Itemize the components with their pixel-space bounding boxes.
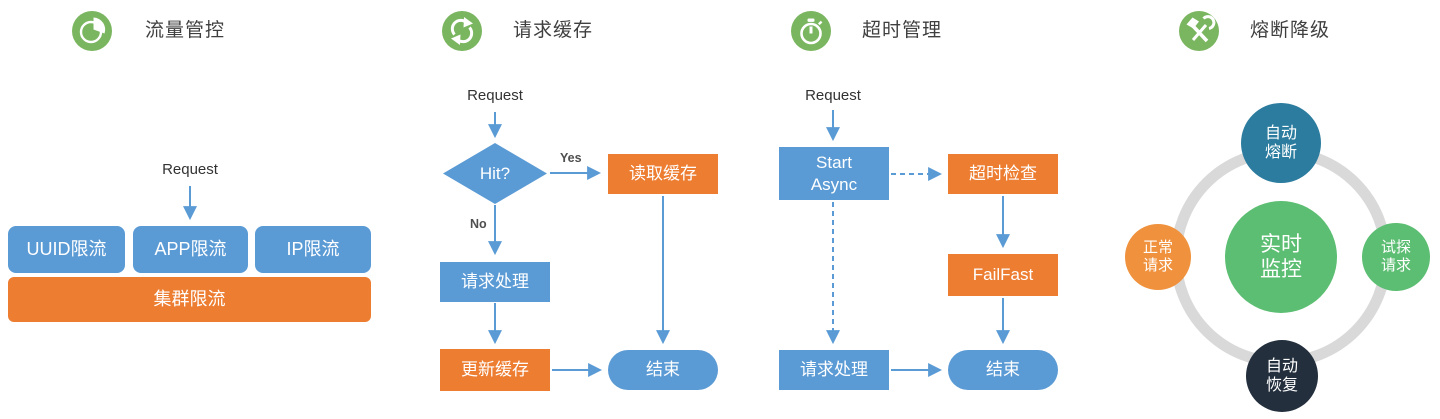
timeout-check-box: 超时检查 [948,154,1058,194]
probe-request-line1: 试探 [1380,239,1411,256]
normal-request-line1: 正常 [1142,239,1173,256]
auto-recover-line2: 恢复 [1265,377,1298,394]
app-limit-box: APP限流 [133,226,248,273]
auto-recover-line1: 自动 [1265,357,1298,375]
hit-decision-diamond: Hit? [443,143,547,204]
realtime-monitor-line2: 监控 [1260,258,1302,281]
normal-request-line2: 请求 [1142,257,1173,274]
uuid-limit-box: UUID限流 [8,226,125,273]
realtime-monitor-circle: 实时 监控 [1225,201,1337,313]
pie-chart-icon [72,11,112,51]
start-async-box: Start Async [779,147,889,200]
yes-branch-label: Yes [560,151,582,165]
section-title-request-cache: 请求缓存 [513,20,594,41]
auto-break-circle: 自动 熔断 [1241,103,1321,183]
no-branch-label: No [470,217,487,231]
normal-request-circle: 正常 请求 [1125,224,1191,290]
auto-break-line2: 熔断 [1264,144,1297,161]
request-process-box-cache: 请求处理 [440,262,550,302]
ip-limit-box: IP限流 [255,226,371,273]
section-title-traffic-control: 流量管控 [145,20,226,41]
section-title-timeout-management: 超时管理 [862,20,943,41]
request-label-3: Request [805,87,861,104]
request-label-1: Request [162,161,218,178]
tools-icon [1179,11,1219,51]
request-process-box-timeout: 请求处理 [779,350,889,390]
auto-break-line1: 自动 [1264,124,1297,142]
cluster-limit-box: 集群限流 [8,277,371,322]
realtime-monitor-line1: 实时 [1260,232,1302,256]
refresh-icon [442,11,482,51]
failfast-box: FailFast [948,254,1058,296]
request-label-2: Request [467,87,523,104]
stopwatch-icon [791,11,831,51]
section-title-circuit-breaker: 熔断降级 [1250,20,1331,41]
update-cache-box: 更新缓存 [440,349,550,391]
start-async-line1: Start [816,153,852,173]
probe-request-circle: 试探 请求 [1362,223,1430,291]
auto-recover-circle: 自动 恢复 [1246,340,1318,412]
end-node-timeout: 结束 [948,350,1058,390]
start-async-line2: Async [810,174,858,194]
end-node-cache: 结束 [608,350,718,390]
probe-request-line2: 请求 [1380,257,1411,274]
read-cache-box: 读取缓存 [608,154,718,194]
